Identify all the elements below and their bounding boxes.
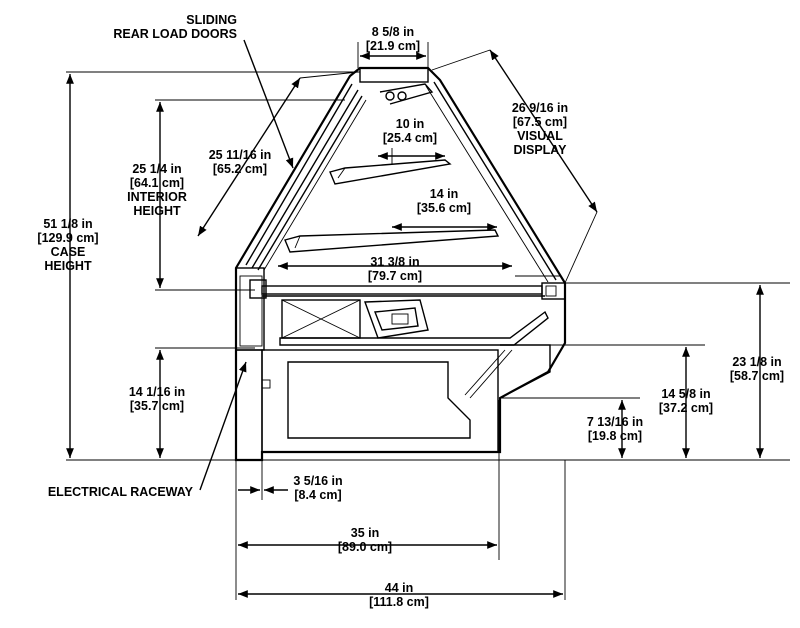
- dimension-lines: [66, 49, 764, 598]
- sliding-doors-line1: SLIDING: [186, 13, 237, 27]
- extension-lines: [66, 42, 790, 600]
- rear-lower-height-label: 14 1/16 in [35.7 cm]: [129, 385, 185, 413]
- case-height-imperial: 51 1/8 in: [43, 217, 93, 231]
- door-length-metric: [65.2 cm]: [212, 162, 268, 176]
- interior-height-label: 25 1/4 in [64.1 cm] INTERIOR HEIGHT: [127, 162, 187, 218]
- door-length-imperial: 25 11/16 in: [208, 148, 272, 162]
- deck-depth-metric: [79.7 cm]: [367, 269, 423, 283]
- base-depth-imperial: 35 in: [350, 526, 380, 540]
- visual-display-caption2: DISPLAY: [513, 143, 567, 157]
- top-width-imperial: 8 5/8 in: [371, 25, 415, 39]
- visual-display-metric: [67.5 cm]: [512, 115, 568, 129]
- case-height-caption1: CASE: [50, 245, 86, 259]
- interior-height-caption1: INTERIOR: [127, 190, 187, 204]
- bumper-height-label: 7 13/16 in [19.8 cm]: [587, 415, 643, 443]
- raceway-offset-metric: [8.4 cm]: [294, 488, 342, 502]
- overall-depth-metric: [111.8 cm]: [369, 595, 429, 609]
- deck-depth-label: 31 3/8 in [79.7 cm]: [368, 255, 422, 283]
- base-depth-metric: [89.0 cm]: [337, 540, 393, 554]
- lower-shelf-metric: [35.6 cm]: [416, 201, 472, 215]
- bumper-height-metric: [19.8 cm]: [587, 429, 643, 443]
- case-height-caption2: HEIGHT: [44, 259, 92, 273]
- sliding-doors-line2: REAR LOAD DOORS: [113, 27, 237, 41]
- lower-shelf-label: 14 in [35.6 cm]: [417, 187, 471, 215]
- interior-height-caption2: HEIGHT: [133, 204, 181, 218]
- overall-depth-imperial: 44 in: [384, 581, 414, 595]
- rear-lower-height-imperial: 14 1/16 in: [128, 385, 186, 399]
- raceway-offset-label: 3 5/16 in [8.4 cm]: [293, 474, 342, 502]
- upper-shelf-metric: [25.4 cm]: [382, 131, 438, 145]
- base-depth-label: 35 in [89.0 cm]: [338, 526, 392, 554]
- front-height-label: 23 1/8 in [58.7 cm]: [730, 355, 784, 383]
- sliding-doors-label: SLIDING REAR LOAD DOORS: [113, 13, 237, 41]
- case-height-metric: [129.9 cm]: [37, 231, 99, 245]
- upper-shelf-imperial: 10 in: [395, 117, 425, 131]
- front-mid-height-metric: [37.2 cm]: [658, 401, 714, 415]
- visual-display-caption1: VISUAL: [517, 129, 563, 143]
- electrical-raceway-text: ELECTRICAL RACEWAY: [47, 485, 193, 499]
- deck-depth-imperial: 31 3/8 in: [370, 255, 420, 269]
- bumper-height-imperial: 7 13/16 in: [586, 415, 644, 429]
- overall-depth-label: 44 in [111.8 cm]: [369, 581, 429, 609]
- interior-height-imperial: 25 1/4 in: [132, 162, 182, 176]
- rear-lower-height-metric: [35.7 cm]: [129, 399, 185, 413]
- visual-display-imperial: 26 9/16 in: [511, 101, 569, 115]
- front-height-imperial: 23 1/8 in: [732, 355, 782, 369]
- front-height-metric: [58.7 cm]: [729, 369, 785, 383]
- interior-height-metric: [64.1 cm]: [129, 176, 185, 190]
- leader-lines: [199, 39, 294, 491]
- lower-shelf-imperial: 14 in: [429, 187, 459, 201]
- case-body: [234, 66, 567, 462]
- electrical-raceway-label: ELECTRICAL RACEWAY: [48, 485, 193, 499]
- door-length-label: 25 11/16 in [65.2 cm]: [209, 148, 272, 176]
- front-mid-height-imperial: 14 5/8 in: [661, 387, 711, 401]
- visual-display-label: 26 9/16 in [67.5 cm] VISUAL DISPLAY: [512, 101, 568, 157]
- upper-shelf-label: 10 in [25.4 cm]: [383, 117, 437, 145]
- case-height-label: 51 1/8 in [129.9 cm] CASE HEIGHT: [37, 217, 98, 273]
- front-mid-height-label: 14 5/8 in [37.2 cm]: [659, 387, 713, 415]
- top-width-metric: [21.9 cm]: [365, 39, 421, 53]
- top-width-label: 8 5/8 in [21.9 cm]: [366, 25, 420, 53]
- raceway-offset-imperial: 3 5/16 in: [293, 474, 343, 488]
